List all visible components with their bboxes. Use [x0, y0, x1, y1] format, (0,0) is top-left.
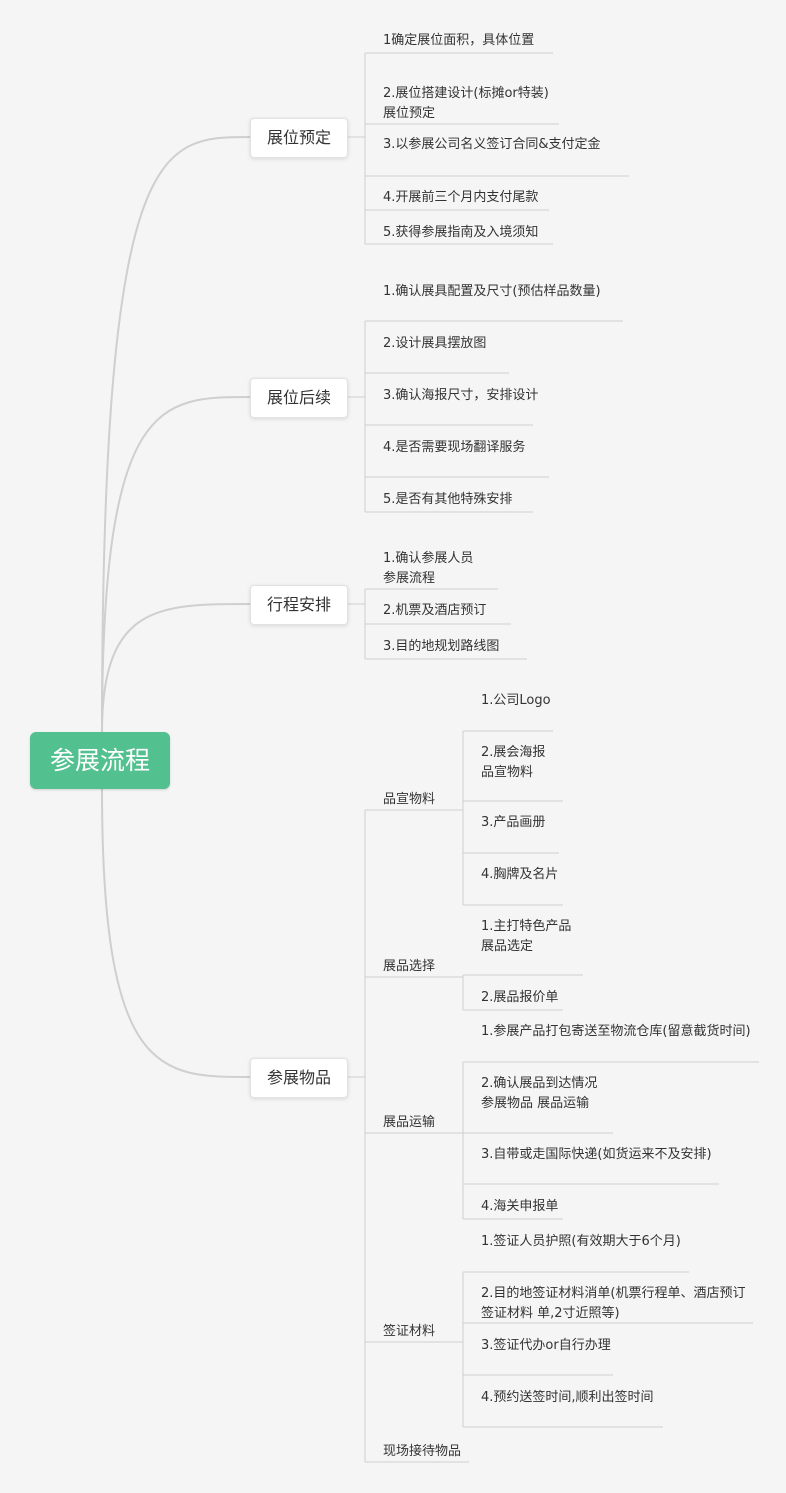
leaf-text-line: 1.主打特色产品 — [481, 919, 572, 934]
leaf-text-line: 品宣物料 — [481, 765, 534, 780]
leaf-text-line: 3.以参展公司名义签订合同&支付定金 — [383, 137, 601, 152]
leaf-text-line: 2.目的地签证材料消单(机票行程单、酒店预订 — [481, 1286, 746, 1301]
leaf-text-line: 3.确认海报尺寸，安排设计 — [383, 388, 539, 403]
leaf-text-line: 4.是否需要现场翻译服务 — [383, 440, 526, 455]
leaf-item[interactable]: 1.参展产品打包寄送至物流仓库(留意截货时间) — [481, 1022, 751, 1042]
leaf-text-line: 1.签证人员护照(有效期大于6个月) — [481, 1234, 681, 1249]
leaf-text-line: 1.公司Logo — [481, 693, 551, 708]
connector — [101, 136, 251, 733]
leaf-text-line: 1确定展位面积，具体位置 — [383, 33, 535, 48]
leaf-text-line: 3.签证代办or自行办理 — [481, 1338, 611, 1353]
leaf-text-line: 5.获得参展指南及入境须知 — [383, 225, 539, 240]
subtopic[interactable]: 品宣物料 — [383, 792, 436, 807]
leaf-item[interactable]: 4.开展前三个月内支付尾款 — [383, 188, 538, 208]
leaf-text-line: 5.是否有其他特殊安排 — [383, 492, 513, 507]
topic-booth-followup[interactable]: 展位后续 — [250, 378, 348, 418]
connector — [101, 396, 251, 733]
leaf-text-line: 2.展会海报 — [481, 745, 546, 760]
topic-itinerary[interactable]: 行程安排 — [250, 585, 348, 625]
leaf-item[interactable]: 2.展位搭建设计(标摊or特装) 展位预定 — [383, 84, 549, 124]
leaf-text-line: 参展流程 — [383, 571, 436, 586]
leaf-item[interactable]: 4.胸牌及名片 — [481, 865, 558, 885]
leaf-item[interactable]: 2.目的地签证材料消单(机票行程单、酒店预订签证材料 单,2寸近照等) — [481, 1284, 745, 1324]
leaf-item[interactable]: 1.主打特色产品展品选定 — [481, 917, 571, 957]
leaf-item[interactable]: 3.签证代办or自行办理 — [481, 1336, 611, 1356]
leaf-text-line: 1.确认参展人员 — [383, 551, 474, 566]
leaf-text-line: 2.机票及酒店预订 — [383, 603, 487, 618]
leaf-item[interactable]: 5.获得参展指南及入境须知 — [383, 223, 538, 243]
leaf-text-line: 2.展品报价单 — [481, 990, 559, 1005]
subtopic[interactable]: 现场接待物品 — [383, 1444, 462, 1459]
leaf-item[interactable]: 4.海关申报单 — [481, 1197, 558, 1217]
connector — [101, 788, 251, 1078]
leaf-item[interactable]: 3.目的地规划路线图 — [383, 637, 499, 657]
leaf-item[interactable]: 5.是否有其他特殊安排 — [383, 490, 512, 510]
leaf-text-line: 1.参展产品打包寄送至物流仓库(留意截货时间) — [481, 1024, 751, 1039]
topic-exhibition-items[interactable]: 参展物品 — [250, 1058, 348, 1098]
leaf-item[interactable]: 3.确认海报尺寸，安排设计 — [383, 386, 538, 406]
leaf-item[interactable]: 3.自带或走国际快递(如货运来不及安排) — [481, 1145, 712, 1165]
root-topic[interactable]: 参展流程 — [30, 732, 170, 789]
topic-booth-booking[interactable]: 展位预定 — [250, 118, 348, 158]
leaf-text-line: 2.设计展具摆放图 — [383, 336, 487, 351]
leaf-text-line: 展品选定 — [481, 939, 534, 954]
leaf-text-line: 1.确认展具配置及尺寸(预估样品数量) — [383, 284, 601, 299]
leaf-item[interactable]: 3.产品画册 — [481, 813, 545, 833]
leaf-text-line: 3.产品画册 — [481, 815, 546, 830]
subtopic[interactable]: 签证材料 — [383, 1324, 436, 1339]
leaf-text-line: 4.胸牌及名片 — [481, 867, 559, 882]
leaf-item[interactable]: 2.设计展具摆放图 — [383, 334, 486, 354]
leaf-text-line: 展位预定 — [383, 106, 436, 121]
leaf-item[interactable]: 2.机票及酒店预订 — [383, 601, 486, 621]
leaf-item[interactable]: 2.确认展品到达情况参展物品 展品运输 — [481, 1074, 597, 1114]
leaf-text-line: 3.目的地规划路线图 — [383, 639, 500, 654]
subtopic[interactable]: 展品运输 — [383, 1115, 436, 1130]
leaf-item[interactable]: 1.签证人员护照(有效期大于6个月) — [481, 1232, 681, 1252]
leaf-text-line: 2.确认展品到达情况 — [481, 1076, 598, 1091]
leaf-text-line: 参展物品 展品运输 — [481, 1096, 590, 1111]
connector — [101, 603, 251, 733]
leaf-text-line: 签证材料 单,2寸近照等) — [481, 1306, 620, 1321]
leaf-item[interactable]: 1.公司Logo — [481, 691, 551, 711]
leaf-item[interactable]: 2.展品报价单 — [481, 988, 558, 1008]
subtopic[interactable]: 展品选择 — [383, 959, 436, 974]
leaf-text-line: 4.海关申报单 — [481, 1199, 559, 1214]
leaf-text-line: 3.自带或走国际快递(如货运来不及安排) — [481, 1147, 712, 1162]
leaf-text-line: 4.预约送签时间,顺利出签时间 — [481, 1390, 654, 1405]
leaf-item[interactable]: 4.预约送签时间,顺利出签时间 — [481, 1388, 654, 1408]
leaf-item[interactable]: 2.展会海报品宣物料 — [481, 743, 545, 783]
leaf-item[interactable]: 1确定展位面积，具体位置 — [383, 31, 534, 51]
leaf-text-line: 2.展位搭建设计(标摊or特装) — [383, 86, 549, 101]
leaf-item[interactable]: 1.确认展具配置及尺寸(预估样品数量) — [383, 282, 601, 302]
leaf-item[interactable]: 1.确认参展人员参展流程 — [383, 549, 473, 589]
leaf-text-line: 4.开展前三个月内支付尾款 — [383, 190, 539, 205]
leaf-item[interactable]: 3.以参展公司名义签订合同&支付定金 — [383, 135, 601, 155]
leaf-item[interactable]: 4.是否需要现场翻译服务 — [383, 438, 525, 458]
